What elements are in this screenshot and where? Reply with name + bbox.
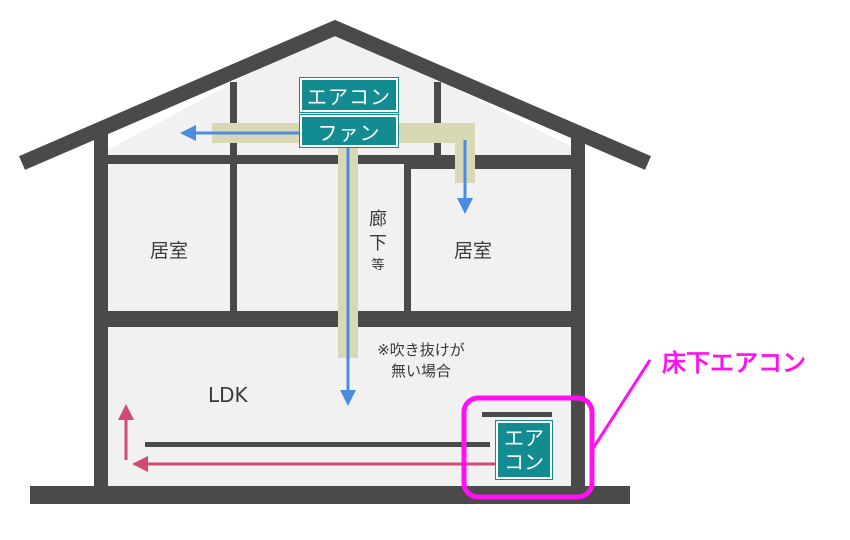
ac-shelf bbox=[482, 412, 552, 417]
warm-air-arrowhead-up bbox=[118, 404, 134, 420]
corridor-char-2: 下 bbox=[369, 233, 387, 254]
partition-right-top bbox=[411, 162, 571, 169]
fan-label: ファン bbox=[317, 120, 381, 145]
cool-air-arrowhead-center bbox=[340, 390, 356, 406]
partition-corridor bbox=[404, 162, 411, 314]
callout-leader-line bbox=[590, 359, 652, 451]
warm-air-arrowhead-left bbox=[132, 456, 148, 472]
attic-fan: ファン bbox=[299, 114, 399, 148]
corridor-char-1: 廊 bbox=[369, 209, 387, 230]
floor-line-upper bbox=[145, 442, 490, 447]
corridor-char-3: 等 bbox=[371, 258, 385, 273]
note-line-2: 無い場合 bbox=[390, 362, 451, 380]
ldk-label: LDK bbox=[208, 383, 248, 407]
underfloor-ac-callout: 床下エアコン bbox=[662, 349, 806, 377]
floor-air-conditioner: エア コン bbox=[495, 420, 553, 480]
corridor-label: 廊 下 等 bbox=[365, 208, 391, 276]
roof bbox=[19, 19, 651, 170]
no-atrium-note: ※吹き抜けが 無い場合 bbox=[366, 340, 476, 382]
attic-post-right bbox=[434, 82, 441, 162]
attic-ac-label: エアコン bbox=[307, 84, 391, 109]
room-right-label: 居室 bbox=[454, 240, 493, 262]
attic-air-conditioner: エアコン bbox=[299, 77, 399, 113]
cool-air-arrowhead-right bbox=[457, 198, 473, 214]
floor-ac-label-2: コン bbox=[504, 450, 544, 474]
note-line-1: ※吹き抜けが bbox=[377, 341, 465, 359]
floor-ac-label-1: エア bbox=[504, 426, 544, 450]
room-left-label: 居室 bbox=[150, 240, 189, 262]
partition-left bbox=[230, 162, 237, 314]
attic-post-left bbox=[230, 82, 237, 162]
cool-air-arrowhead-left bbox=[180, 125, 196, 141]
